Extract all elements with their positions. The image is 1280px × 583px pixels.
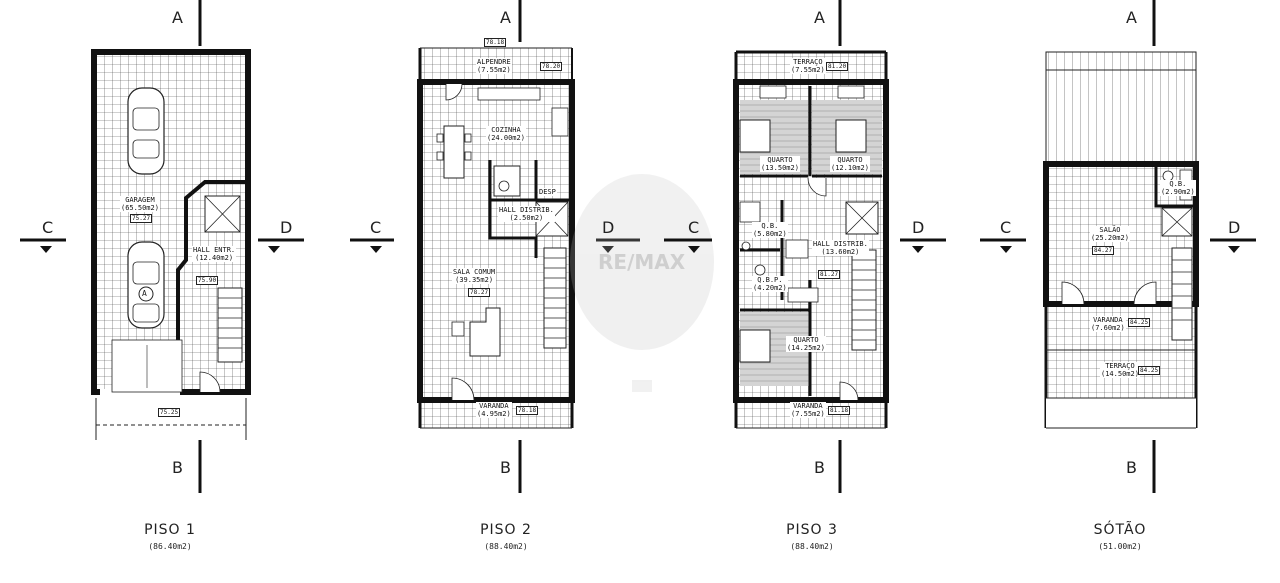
floor-title-piso-2: PISO 2 [480, 522, 532, 538]
room-label: COZINHA(24.00m2) [486, 126, 526, 142]
level-tag: 78.27 [468, 288, 491, 297]
room-label: VARANDA(7.60m2) [1090, 316, 1126, 332]
watermark-text: RE/MAX [598, 250, 686, 274]
floor-area-piso-3: (88.40m2) [790, 542, 834, 551]
garage-space-mark: A [142, 289, 147, 298]
section-mark-a: A [172, 8, 183, 27]
level-tag: 84.25 [1128, 318, 1151, 327]
section-mark-a: A [500, 8, 511, 27]
car-icon [127, 241, 165, 329]
room-label: VARANDA(7.55m2) [790, 402, 826, 418]
section-mark-b: B [172, 458, 183, 477]
section-mark-b: B [814, 458, 825, 477]
room-label: HALL DISTRIB.(13.60m2) [812, 240, 869, 256]
section-mark-c: C [688, 218, 700, 237]
plan-sotao [980, 0, 1256, 493]
room-label: SALÃO(25.20m2) [1090, 226, 1130, 242]
room-label: QUARTO(13.50m2) [760, 156, 800, 172]
room-label: Q.B.(2.90m2) [1160, 180, 1196, 196]
section-mark-c: C [1000, 218, 1012, 237]
room-label: Q.B.P.(4.20m2) [752, 276, 788, 292]
section-mark-a: A [1126, 8, 1137, 27]
room-label: SALA COMUM(39.35m2) [452, 268, 497, 284]
level-tag: 81.27 [818, 270, 841, 279]
room-label: GARAGEM(65.50m2) [120, 196, 160, 212]
section-mark-c: C [370, 218, 382, 237]
room-label: TERRAÇO(7.55m2) [790, 58, 826, 74]
floor-area-piso-1: (86.40m2) [148, 542, 192, 551]
room-label: TERRAÇO(14.50m2) [1100, 362, 1140, 378]
car-icon [127, 87, 165, 175]
room-label: HALL ENTR.(12.40m2) [192, 246, 237, 262]
section-mark-b: B [500, 458, 511, 477]
level-tag: 75.25 [158, 408, 181, 417]
level-tag: 78.18 [516, 406, 539, 415]
floor-title-piso-3: PISO 3 [786, 522, 838, 538]
level-tag: 84.25 [1138, 366, 1161, 375]
level-tag: 78.18 [484, 38, 507, 47]
level-tag: 84.27 [1092, 246, 1115, 255]
floor-area-sotao: (51.00m2) [1098, 542, 1142, 551]
section-mark-d: D [1228, 218, 1241, 237]
floor-area-piso-2: (88.40m2) [484, 542, 528, 551]
level-tag: 81.18 [828, 406, 851, 415]
room-label: QUARTO(12.10m2) [830, 156, 870, 172]
watermark-balloon [570, 174, 714, 392]
room-label: Q.B.(5.80m2) [752, 222, 788, 238]
level-tag: 78.20 [540, 62, 563, 71]
floor-title-piso-1: PISO 1 [144, 522, 196, 538]
room-label: DESP [538, 188, 557, 196]
level-tag: 75.27 [130, 214, 153, 223]
section-mark-c: C [42, 218, 54, 237]
plan-piso-2 [350, 0, 640, 493]
section-mark-a: A [814, 8, 825, 27]
section-mark-d: D [912, 218, 925, 237]
plan-piso-1 [20, 0, 304, 493]
level-tag: 75.90 [196, 276, 219, 285]
room-label: HALL DISTRIB.(2.50m2) [498, 206, 555, 222]
level-tag: 81.20 [826, 62, 849, 71]
room-label: QUARTO(14.25m2) [786, 336, 826, 352]
section-mark-b: B [1126, 458, 1137, 477]
room-label: ALPENDRE(7.55m2) [476, 58, 512, 74]
room-label: VARANDA(4.95m2) [476, 402, 512, 418]
section-mark-d: D [602, 218, 615, 237]
section-mark-d: D [280, 218, 293, 237]
floor-title-sotao: SÓTÃO [1093, 522, 1147, 538]
